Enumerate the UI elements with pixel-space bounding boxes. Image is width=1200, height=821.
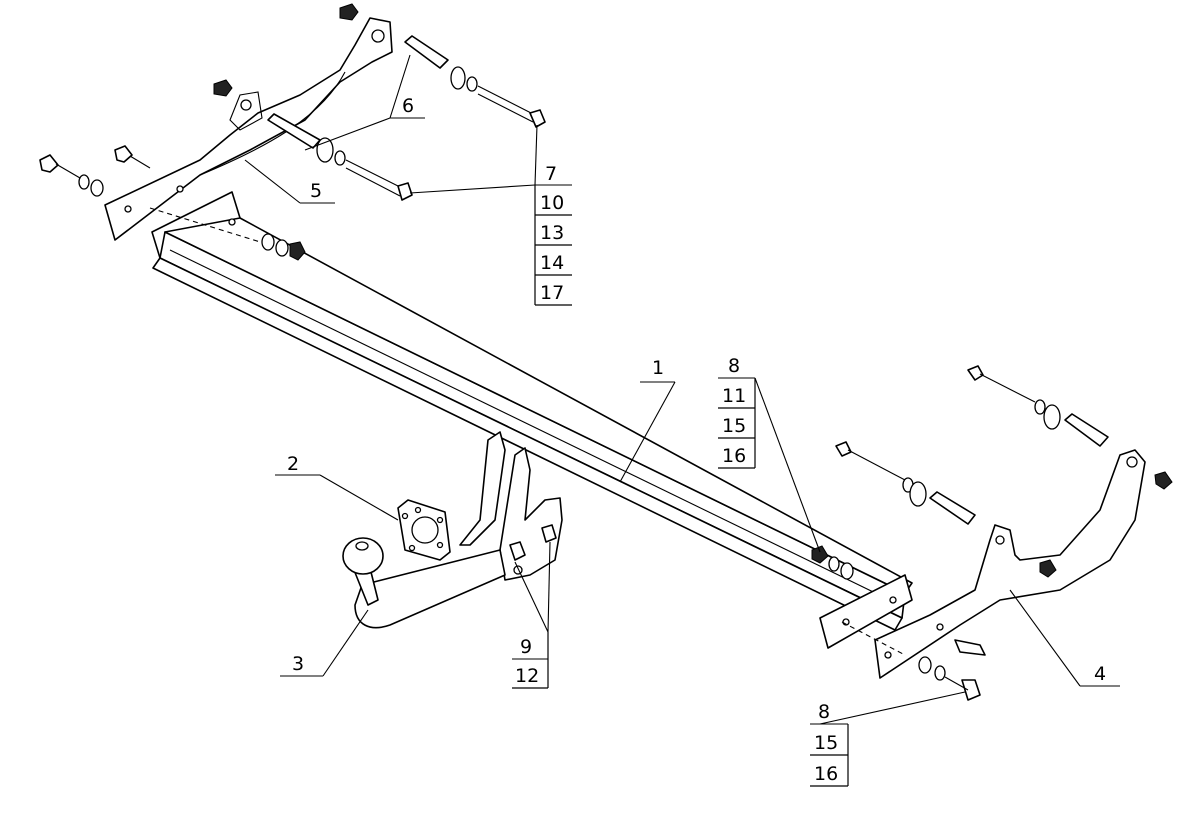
callout-15a: 15 (722, 415, 746, 437)
callout-stack-top: 7 10 13 14 17 (534, 163, 572, 306)
callout-16a: 16 (722, 445, 746, 467)
callout-5: 5 (310, 180, 322, 202)
leader-lines (244, 54, 1120, 725)
callout-11: 11 (722, 385, 746, 407)
ball-mount (342, 431, 563, 629)
callout-10: 10 (540, 192, 564, 214)
callout-2: 2 (287, 453, 299, 475)
callout-14: 14 (540, 252, 564, 274)
callout-stack-ball: 9 12 (512, 632, 549, 689)
callout-4: 4 (1094, 663, 1106, 685)
cross-beam (151, 191, 913, 649)
left-bolts (39, 145, 306, 261)
upper-spacers (267, 35, 546, 201)
callout-stack-bottom: 8 15 16 (810, 701, 849, 787)
callout-3: 3 (292, 653, 304, 675)
callout-16b: 16 (814, 763, 838, 785)
callout-8b: 8 (818, 701, 830, 723)
left-bracket (104, 3, 393, 241)
callout-13: 13 (540, 222, 564, 244)
callout-8a: 8 (728, 355, 740, 377)
callout-12: 12 (515, 665, 539, 687)
callout-9: 9 (520, 636, 532, 658)
callout-15b: 15 (814, 732, 838, 754)
right-bracket (841, 449, 1173, 701)
callout-labels: 1 2 3 4 5 6 (287, 95, 1106, 685)
callout-7: 7 (545, 163, 557, 185)
right-bolts (811, 365, 1109, 580)
callout-stack-mid: 8 11 15 16 (718, 355, 756, 469)
callout-1: 1 (652, 357, 664, 379)
callout-6: 6 (402, 95, 414, 117)
callout-17: 17 (540, 282, 564, 304)
